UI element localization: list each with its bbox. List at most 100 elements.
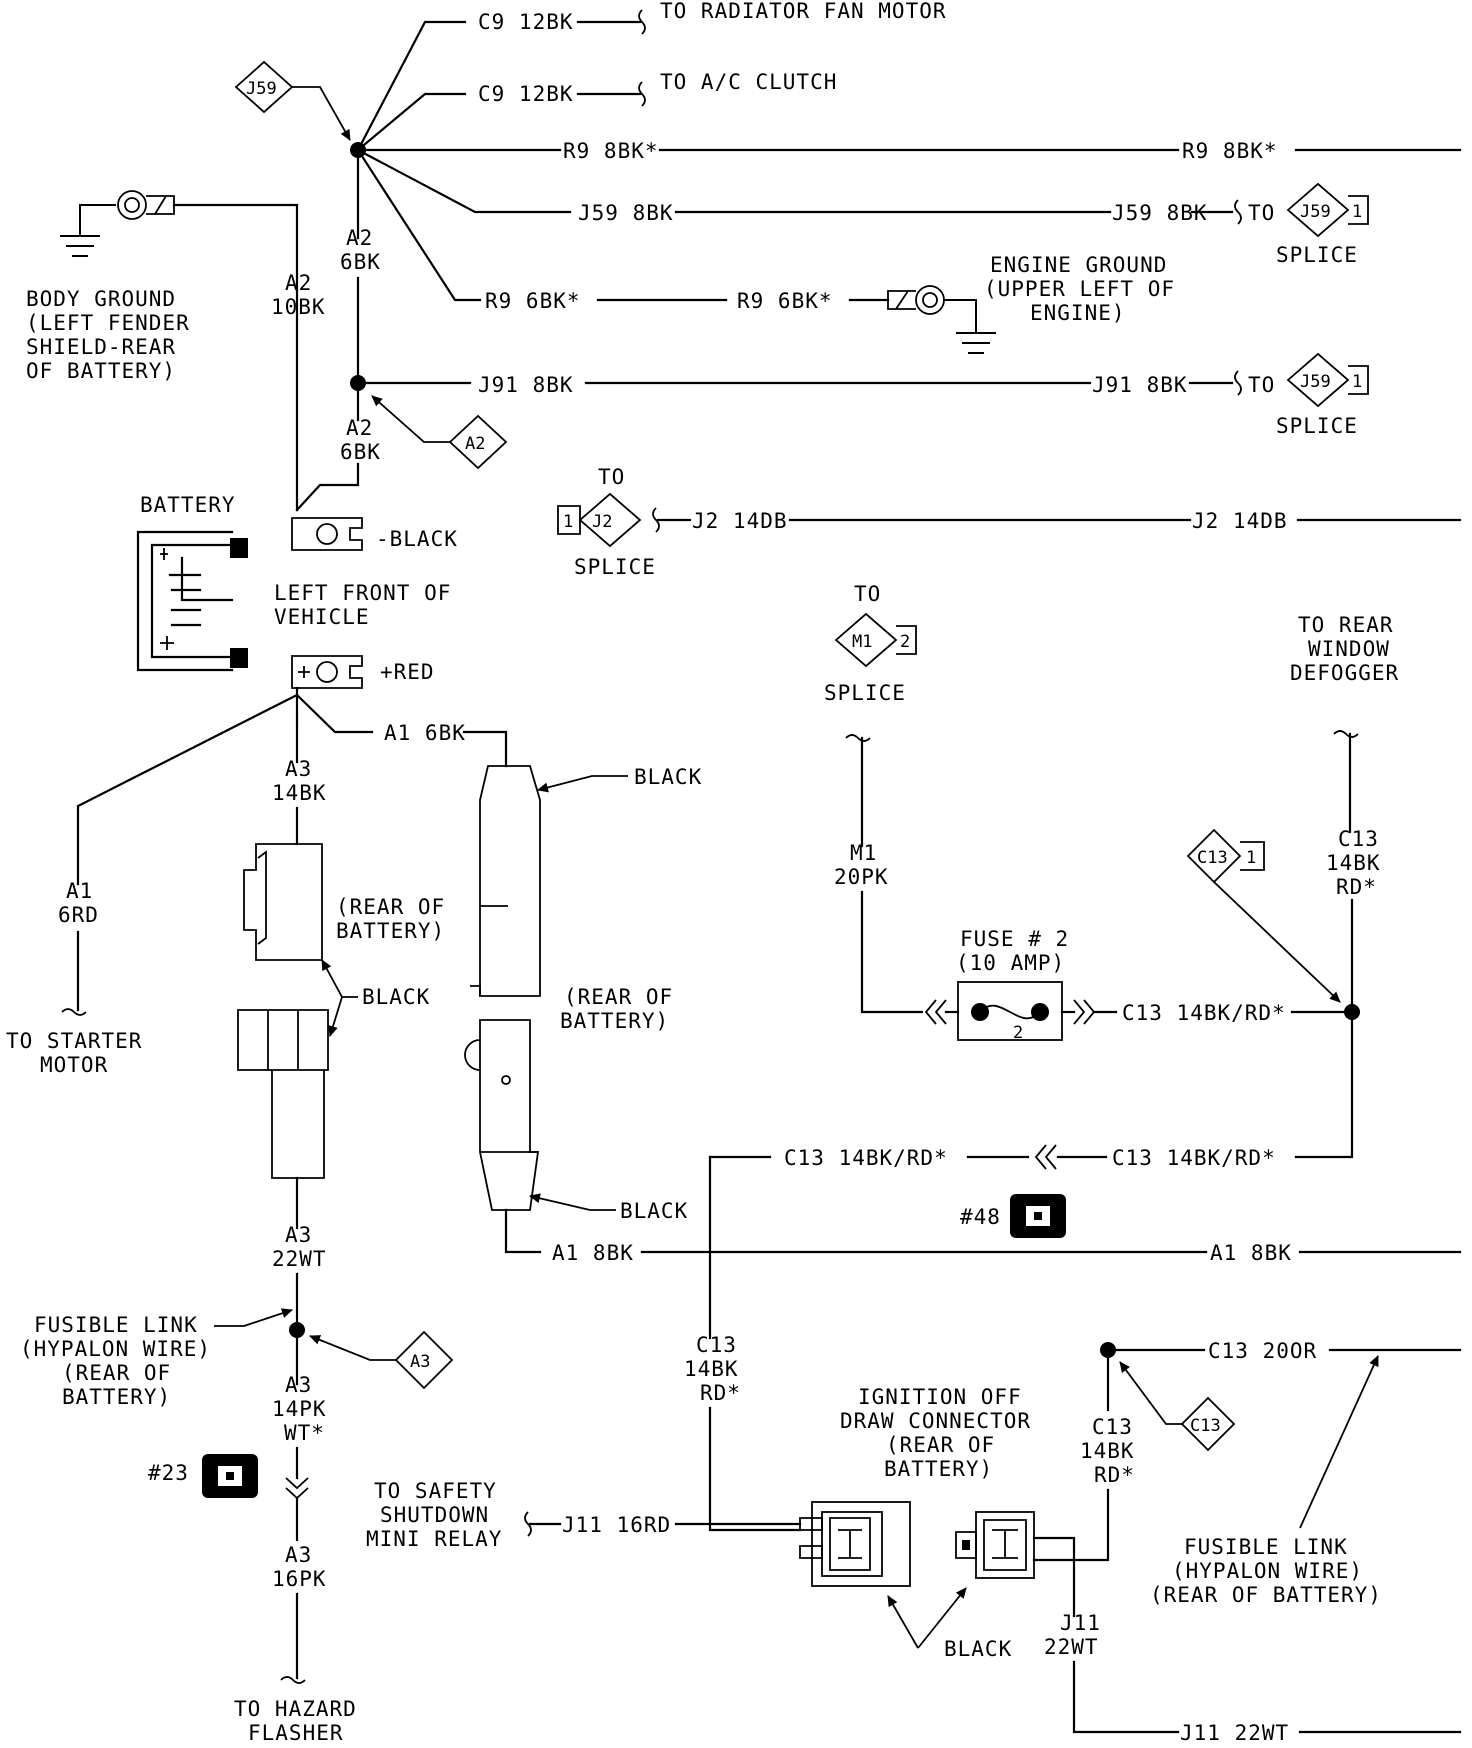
connector-black-bottom: (REAR OF BATTERY) BLACK [464,985,688,1254]
svg-text:(HYPALON WIRE): (HYPALON WIRE) [1172,1559,1363,1583]
svg-text:J11: J11 [1060,1611,1101,1635]
svg-text:TO STARTER: TO STARTER [6,1029,142,1053]
svg-text:SPLICE: SPLICE [824,681,906,705]
svg-text:A1 6BK: A1 6BK [384,721,466,745]
svg-text:R9 8BK*: R9 8BK* [563,139,659,163]
connector-23: #23 [148,1454,258,1498]
svg-text:C13 14BK/RD*: C13 14BK/RD* [1112,1146,1276,1170]
svg-text:J11 22WT: J11 22WT [1180,1721,1289,1745]
svg-text:22WT: 22WT [272,1247,327,1271]
svg-text:A3: A3 [285,757,312,781]
c13-tag-1: C13 1 [1186,828,1341,1003]
wire-a1-6bk: A1 6BK [295,686,508,768]
connector-a3-lower [237,1009,329,1179]
svg-text:16PK: 16PK [272,1567,327,1591]
svg-text:#48: #48 [960,1205,1001,1229]
svg-text:MOTOR: MOTOR [40,1053,108,1077]
wire-m1-20pk: M1 20PK [834,734,924,1014]
svg-text:(REAR OF BATTERY): (REAR OF BATTERY) [1150,1583,1382,1607]
wire-c9-radiator-fan: C9 12BK TO RADIATOR FAN MOTOR [478,0,947,35]
left-front-label: LEFT FRONT OF VEHICLE [274,581,450,629]
svg-text:A2: A2 [285,271,312,295]
svg-text:BLACK: BLACK [620,1199,688,1223]
wire-a2-6bk-top: A2 6BK [340,226,380,386]
svg-text:RD*: RD* [1336,875,1377,899]
ignition-off-draw-connector [799,1501,911,1587]
connector-black-top: BLACK [470,765,701,997]
svg-text:-BLACK: -BLACK [376,527,458,551]
wire-j91-8bk: J91 8BK J91 8BK TO [478,370,1274,397]
splice-m1: TO M1 2 SPLICE [824,582,917,705]
wire-c13-14bk-rd-right: C13 14BK RD* [1032,1415,1135,1562]
splice-j59-junction [350,20,572,302]
svg-text:TO RADIATOR FAN MOTOR: TO RADIATOR FAN MOTOR [660,0,947,23]
svg-text:(LEFT FENDER: (LEFT FENDER [26,311,190,335]
svg-text:(REAR OF: (REAR OF [886,1433,995,1457]
svg-text:A3: A3 [285,1223,312,1247]
svg-text:WINDOW: WINDOW [1308,637,1390,661]
svg-text:M1: M1 [850,841,877,865]
svg-text:SPLICE: SPLICE [1276,414,1358,438]
svg-text:C9 12BK: C9 12BK [478,82,574,106]
svg-text:J91 8BK: J91 8BK [1092,373,1188,397]
svg-text:M1: M1 [852,632,872,652]
splice-j59-tag-b: J59 1 SPLICE [1276,352,1369,438]
svg-text:J59 8BK: J59 8BK [578,201,674,225]
svg-text:C9 12BK: C9 12BK [478,10,574,34]
engine-ground-label: ENGINE GROUND (UPPER LEFT OF ENGINE) [984,253,1174,325]
svg-text:6RD: 6RD [58,903,99,927]
svg-text:A2: A2 [346,226,373,250]
ignition-off-label: IGNITION OFF DRAW CONNECTOR (REAR OF BAT… [840,1385,1030,1481]
black-pointer-2: BLACK [321,959,429,1037]
wire-a1-6rd: A1 6RD TO STARTER MOTOR [6,693,299,1077]
svg-text:A1 8BK: A1 8BK [1210,1241,1292,1265]
black-pointer-4: BLACK [887,1587,1011,1661]
svg-text:A1 8BK: A1 8BK [552,1241,634,1265]
safety-shutdown-label: TO SAFETY SHUTDOWN MINI RELAY J11 16RD [366,1479,802,1551]
svg-text:#23: #23 [148,1461,189,1485]
body-ground: BODY GROUND (LEFT FENDER SHIELD-REAR OF … [26,190,299,512]
svg-text:FLASHER: FLASHER [248,1721,344,1745]
wire-j59-8bk: J59 8BK J59 8BK TO [578,199,1274,225]
svg-text:J2 14DB: J2 14DB [1192,509,1288,533]
svg-text:ENGINE GROUND: ENGINE GROUND [990,253,1167,277]
fusible-link-b: FUSIBLE LINK (HYPALON WIRE) (REAR OF BAT… [1150,1355,1382,1607]
svg-text:R9 6BK*: R9 6BK* [737,289,833,313]
svg-text:14BK: 14BK [1080,1439,1135,1463]
svg-text:FUSE # 2: FUSE # 2 [960,927,1069,951]
wire-j11-22wt: J11 22WT J11 22WT [1032,1536,1462,1745]
wire-a1-8bk: A1 8BK A1 8BK [552,1241,1462,1265]
splice-a2-junction [350,375,472,422]
svg-text:14BK: 14BK [1326,851,1381,875]
svg-text:A3: A3 [285,1543,312,1567]
a2-tag: A2 [371,395,508,470]
svg-text:ENGINE): ENGINE) [1030,301,1126,325]
svg-text:TO HAZARD: TO HAZARD [234,1697,357,1721]
svg-text:22WT: 22WT [1044,1635,1099,1659]
wire-c13-mid: C13 14BK/RD* C13 14BK/RD* [708,1144,1276,1170]
fuse-2: FUSE # 2 (10 AMP) 2 C13 14BK/RD* [924,927,1354,1043]
svg-text:SHUTDOWN: SHUTDOWN [380,1503,489,1527]
svg-text:RD*: RD* [1094,1463,1135,1487]
svg-text:R9 6BK*: R9 6BK* [485,289,581,313]
wire-r9-6bk: R9 6BK* R9 6BK* [485,285,996,354]
svg-text:BATTERY): BATTERY) [336,919,445,943]
wire-j2-14db: J2 14DB J2 14DB [656,509,1462,533]
svg-text:20PK: 20PK [834,865,889,889]
wire-a2-6bk-bottom: A2 6BK [295,416,380,512]
svg-text:J11 16RD: J11 16RD [562,1513,671,1537]
splice-a3-junction [289,1322,396,1361]
svg-text:C13 14BK/RD*: C13 14BK/RD* [1122,1001,1286,1025]
svg-text:C13: C13 [1197,848,1228,868]
svg-text:MINI RELAY: MINI RELAY [366,1527,502,1551]
wire-r9-8bk: R9 8BK* R9 8BK* [563,139,1462,163]
svg-text:1: 1 [1352,372,1362,392]
j59-tag: J59 [234,60,351,141]
svg-text:FUSIBLE LINK: FUSIBLE LINK [34,1313,198,1337]
svg-text:(REAR OF: (REAR OF [564,985,673,1009]
svg-text:FUSIBLE LINK: FUSIBLE LINK [1184,1535,1348,1559]
fusible-link-a: FUSIBLE LINK (HYPALON WIRE) (REAR OF BAT… [20,1308,293,1409]
svg-text:J59: J59 [1300,372,1331,392]
svg-text:A2: A2 [465,434,485,454]
